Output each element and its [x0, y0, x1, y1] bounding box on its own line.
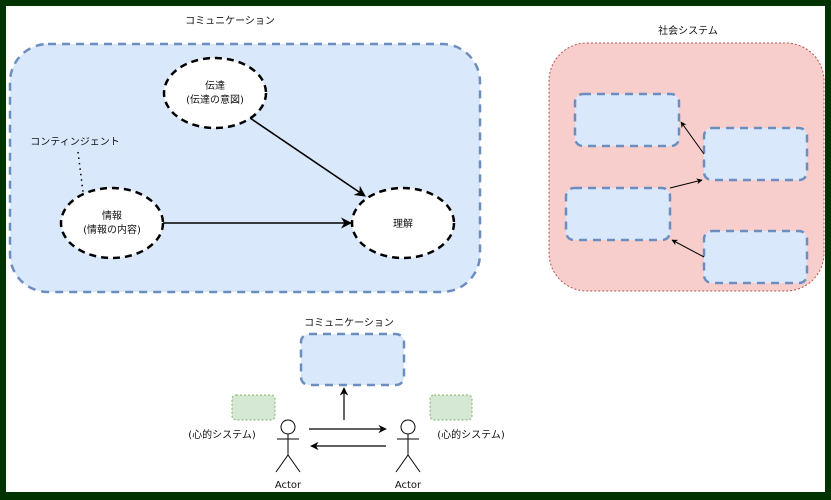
contingent-dotted-connector — [77, 151, 84, 193]
contingent-annotation: コンティンジェント — [30, 137, 119, 148]
left-actor-name: Actor — [275, 480, 302, 491]
node-understanding-title: 理解 — [393, 217, 413, 230]
actors-communication-box[interactable] — [299, 332, 406, 387]
social-system-title: 社会システム — [658, 24, 718, 37]
node-information[interactable]: 情報 (情報の内容) — [59, 186, 165, 260]
node-understanding[interactable]: 理解 — [350, 186, 456, 260]
communication-group-title: コミュニケーション — [185, 15, 275, 27]
edge-transmission-to-understanding[interactable] — [249, 117, 366, 197]
right-mental-system-label: (心的システム) — [437, 428, 505, 441]
right-actor-name: Actor — [395, 480, 422, 491]
social-edge-3-to-2[interactable] — [669, 178, 703, 189]
node-information-title: 情報 — [102, 209, 122, 222]
node-transmission-title: 伝達 — [205, 80, 225, 92]
right-mental-system-box[interactable] — [429, 394, 473, 421]
social-system-group: 社会システム — [548, 24, 825, 292]
social-edge-2-to-1[interactable] — [680, 121, 705, 155]
left-mental-system-box[interactable] — [231, 394, 276, 421]
left-actor-icon[interactable] — [275, 419, 301, 473]
right-actor-icon[interactable] — [395, 419, 421, 473]
node-information-subtitle: (情報の内容) — [83, 223, 141, 236]
actors-diagram: コミュニケーション (心的システム) Actor (心的システム) Actor — [188, 317, 505, 491]
node-transmission-subtitle: (伝達の意図) — [186, 93, 244, 106]
social-edge-4-to-3[interactable] — [671, 239, 705, 258]
social-subsystem-box-1[interactable] — [573, 92, 681, 148]
social-subsystem-box-2[interactable] — [702, 126, 809, 182]
social-subsystem-box-4[interactable] — [702, 229, 809, 285]
social-subsystem-box-3[interactable] — [564, 186, 672, 242]
communication-group: コミュニケーション コンティンジェント 伝達 (伝達の意図) 情報 (情報の内容… — [8, 15, 482, 294]
actors-communication-label: コミュニケーション — [304, 317, 394, 329]
left-mental-system-label: (心的システム) — [188, 428, 256, 441]
node-transmission[interactable]: 伝達 (伝達の意図) — [162, 56, 268, 130]
